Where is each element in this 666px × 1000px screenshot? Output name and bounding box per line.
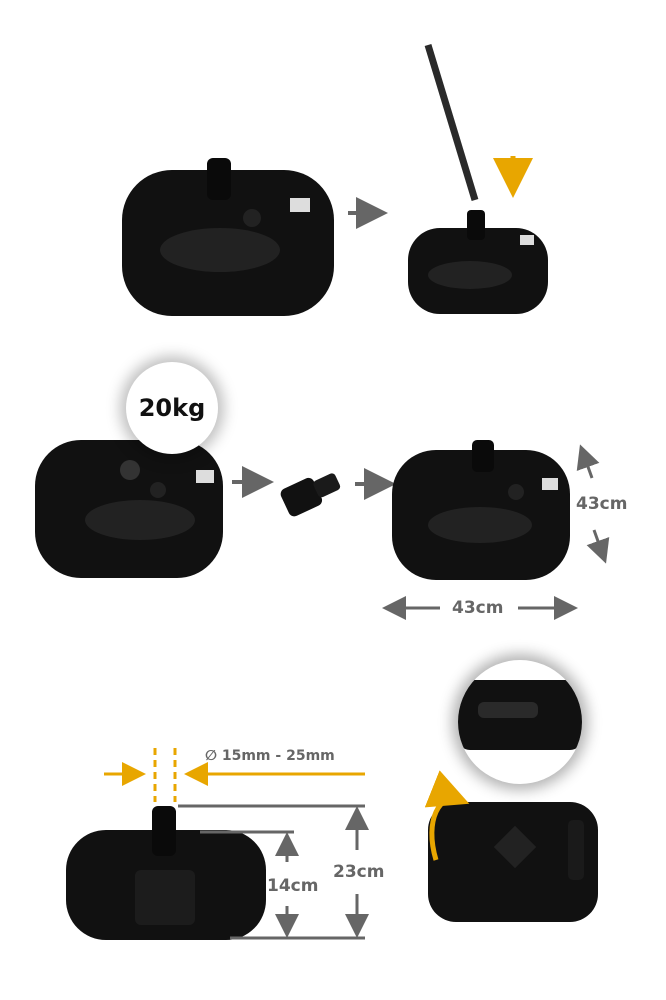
assembled-base (392, 440, 570, 580)
adapter-part (280, 473, 341, 517)
rotate-arrow-icon (424, 770, 470, 861)
diameter-label: ∅ 15mm - 25mm (205, 748, 335, 764)
base-height-label: 14cm (267, 876, 319, 896)
weight-badge: 20kg (126, 362, 218, 454)
base-top-view (428, 802, 598, 922)
detail-zoom-circle (458, 660, 582, 784)
base-with-adapter (122, 158, 334, 316)
depth-label: 43cm (576, 494, 628, 514)
base-side-view (66, 806, 266, 940)
width-label: 43cm (452, 598, 504, 618)
base-with-umbrella-pole (408, 43, 548, 314)
base-without-adapter (35, 440, 223, 578)
depth-arrow-up (576, 444, 600, 479)
depth-arrow-down (586, 529, 610, 564)
total-height-label: 23cm (333, 862, 385, 882)
